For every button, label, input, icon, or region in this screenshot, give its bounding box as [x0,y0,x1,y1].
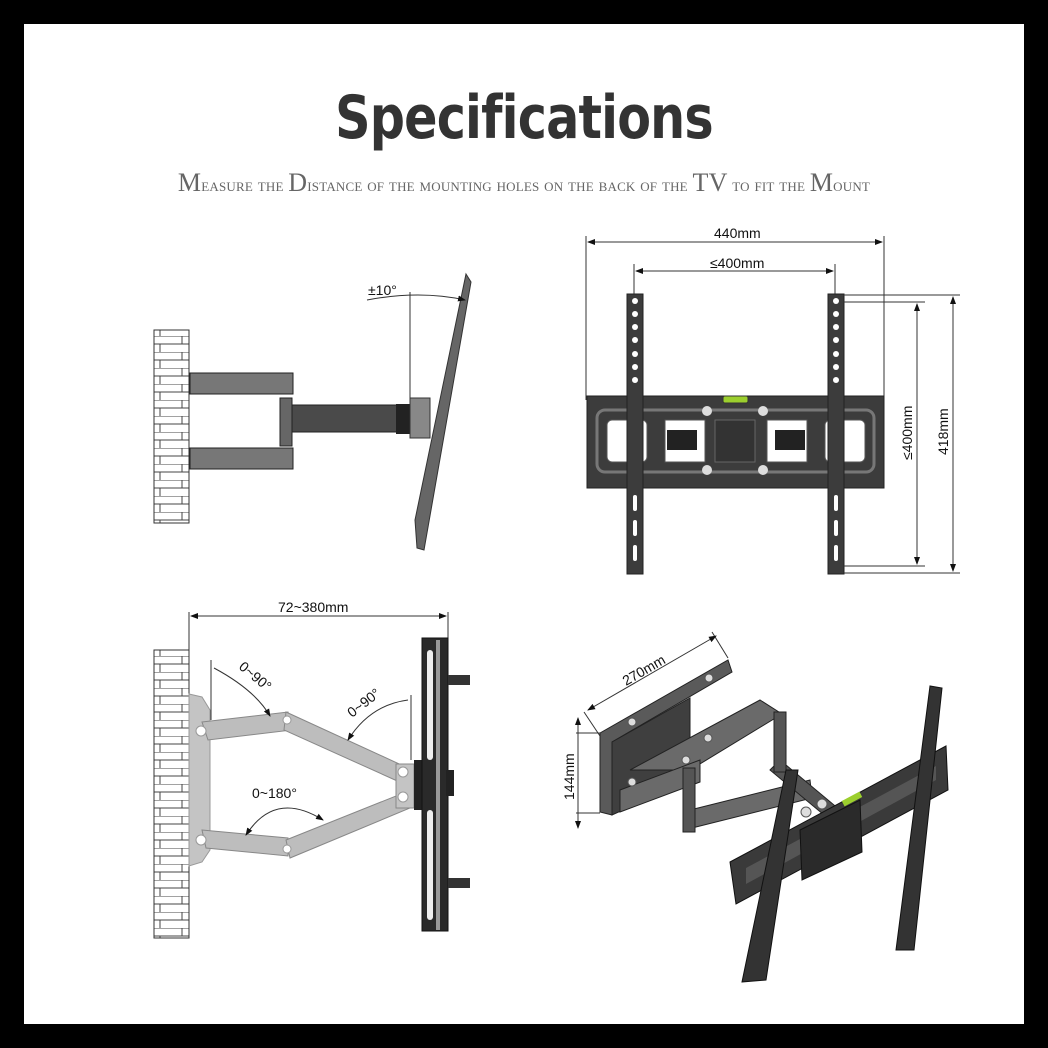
height-label: 418mm [935,408,951,455]
extension-label: 72~380mm [278,599,348,615]
wall-arm-angle-label: 0~90° [236,658,275,694]
plate-width-label: 270mm [620,651,668,688]
front-view-diagram: 440mm ≤400mm ≤400mm 41 [585,225,960,575]
isometric-diagram: 270mm 144mm [561,631,949,983]
vesa-vertical-label: ≤400mm [899,406,915,460]
subtitle-seg: D [288,168,308,197]
tilt-angle-label: ±10° [368,282,397,298]
tv-arm-angle-label: 0~90° [344,685,383,720]
subtitle-seg: ount [833,175,871,195]
page-title: Specifications [335,83,714,153]
top-swivel-diagram: 72~380mm 0~90° 0~90° 0~180° [153,599,470,939]
plate-height-label: 144mm [561,753,577,800]
bubble-level-icon [722,395,749,404]
subtitle-seg: to fit the [727,175,810,195]
side-tilt-diagram: ±10° [153,272,472,551]
subtitle-seg: M [809,168,834,197]
elbow-angle-label: 0~180° [252,785,297,801]
subtitle-seg: M [177,168,202,197]
wall-brick-icon [153,649,190,939]
vesa-horizontal-label: ≤400mm [710,255,764,271]
width-label: 440mm [714,225,761,241]
subtitle-seg: TV [692,168,728,197]
subtitle-seg: istance of the mounting holes on the bac… [307,175,693,195]
wall-brick-icon [153,329,190,524]
subtitle: Measure the Distance of the mounting hol… [0,168,1048,198]
subtitle-seg: easure the [201,175,289,195]
bubble-level-icon [841,791,863,807]
